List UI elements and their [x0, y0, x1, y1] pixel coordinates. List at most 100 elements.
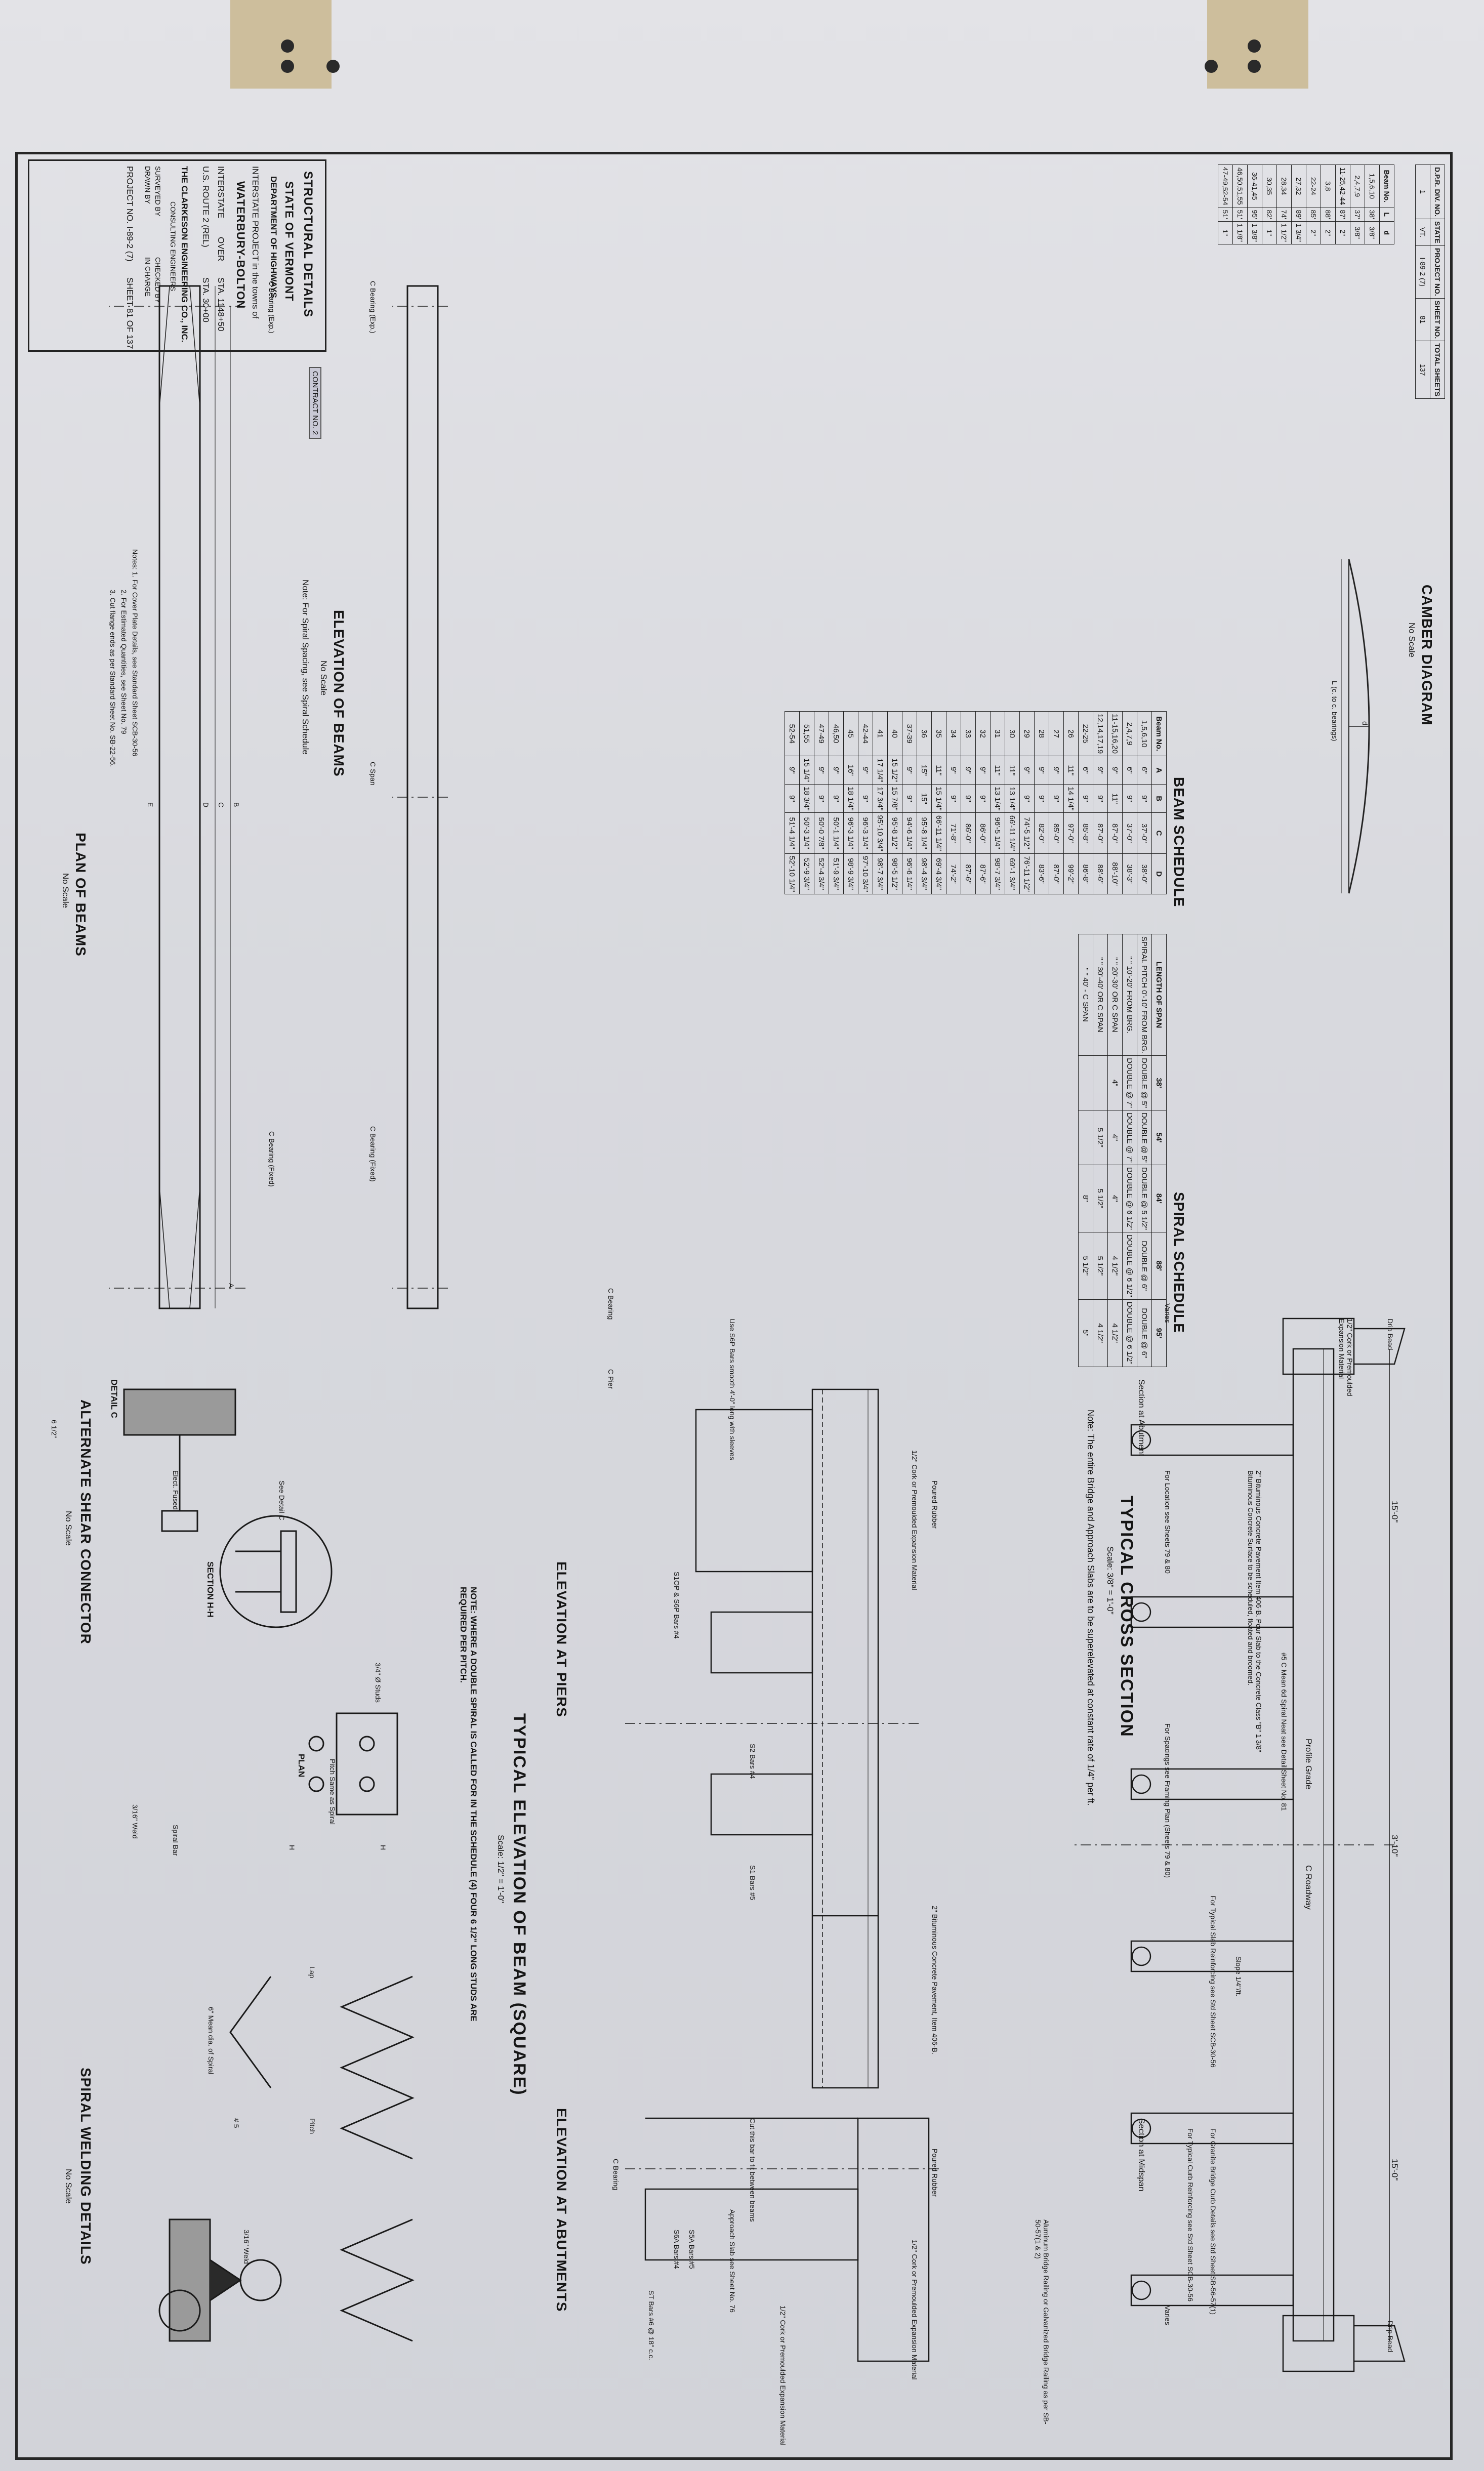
cross-section-drawing [1070, 1317, 1406, 2372]
camber-cell: 85' [1306, 208, 1321, 222]
xs-spacings-note: For Spacings see Framing Plan (Sheets 79… [1164, 1723, 1172, 1878]
xs-section-abutment: Section at Abutment [1137, 1379, 1146, 1457]
beam-schedule-cell: 6" [1078, 756, 1093, 785]
beam-schedule-cell: 47-49 [814, 711, 829, 756]
camber-cell: 1" [1262, 221, 1277, 244]
beams-plan-note: Notes: 1. For Cover Plate Details, see S… [131, 549, 139, 757]
beam-schedule-cell: 50'-3 1/4" [799, 812, 814, 854]
beam-schedule-cell: 9" [946, 784, 961, 813]
ea-label: 1/2" Cork or Premoulded Expansion Materi… [911, 2240, 919, 2380]
beam-schedule-cell: 76'-11 1/2" [1019, 853, 1035, 894]
beam-schedule-cell: 85'-8" [1078, 812, 1093, 854]
tb-dept: DEPARTMENT OF HIGHWAYS [269, 176, 278, 298]
beam-elevation-title: TYPICAL ELEVATION OF BEAM (SQUARE) [510, 1713, 529, 2096]
ep-label: Use S6P Bars smooth 4'-0" long with slee… [728, 1319, 736, 1460]
spiral-schedule-cell [1078, 1110, 1093, 1165]
bp-label: D [202, 802, 210, 808]
camber-cell: 1,5,6,10 [1365, 164, 1380, 208]
spiral-weld-title: SPIRAL WELDING DETAILS [78, 2068, 94, 2265]
cross-section-title: TYPICAL CROSS SECTION [1117, 1496, 1136, 1738]
camber-scale: No Scale [1407, 623, 1417, 657]
beam-schedule-cell: 46,50 [829, 711, 844, 756]
beam-schedule-cell: 32 [975, 711, 991, 756]
camber-cell: 1" [1218, 221, 1233, 244]
title-block: STRUCTURAL DETAILS STATE OF VERMONT DEPA… [28, 159, 326, 352]
beam-schedule-cell: 9" [1049, 784, 1064, 813]
tb-sheet: SHEET 81 OF 137 [125, 277, 135, 349]
camber-cell: 46,50,51,55 [1232, 164, 1248, 208]
beam-schedule-cell: 9" [1019, 756, 1035, 785]
camber-cell: 36-41,45 [1247, 164, 1262, 208]
tb-sta1: STA. 1148+50 [216, 277, 226, 332]
sc-label: H [288, 1845, 296, 1850]
beam-schedule-cell: 11" [990, 756, 1005, 785]
beam-schedule-cell: 15 7/8" [887, 784, 902, 813]
xs-slope: Slope 1/4"/ft. [1234, 1956, 1243, 1997]
xs-section-midspan: Section at Midspan [1137, 2118, 1146, 2192]
beam-schedule-cell: 97'-10 3/4" [858, 853, 873, 894]
tb-checked: CHECKED BY [154, 257, 162, 304]
beam-schedule-cell: 51,55 [799, 711, 814, 756]
beam-schedule-cell: 9" [1034, 756, 1049, 785]
beam-schedule-cell: 95'-10 3/4" [873, 812, 888, 854]
bp-label: C [217, 802, 225, 808]
xs-spiral-note: #5 C Mean 6d Spiral Neat see Detail Shee… [1280, 1653, 1288, 1811]
bp-label: A [227, 1283, 235, 1288]
beam-schedule-cell: 33 [961, 711, 976, 756]
be-label: C Bearing (Fixed) [369, 1126, 377, 1182]
xs-curb-reinf-note: For Typical Curb Reinforcing see Std She… [1186, 2128, 1194, 2302]
ep-label: S2 Bars #4 [749, 1744, 757, 1779]
beam-schedule-cell: 71'-8" [946, 812, 961, 854]
camber-cell: 2" [1306, 221, 1321, 244]
bearing [1131, 2280, 1151, 2300]
beam-schedule-cell: 37'-0" [1122, 812, 1137, 854]
beam-schedule-cell: 14 1/4" [1063, 784, 1079, 813]
camber-cell: 3,8 [1321, 164, 1336, 208]
ea-label: Poured Rubber [931, 2149, 939, 2197]
beam-schedule-cell: 1,5,6,10 [1137, 711, 1152, 756]
beam-schedule-cell: 9" [946, 756, 961, 785]
beam-elevation-scale: Scale: 1/2" = 1'-0" [496, 1835, 506, 1903]
beam-schedule-cell: 9" [1122, 784, 1137, 813]
beams-plan-note: 2. For Estimated Quantities, see Sheet N… [120, 590, 128, 734]
sc-section: SECTION H-H [205, 1561, 215, 1618]
ea-label: C Bearing [612, 2159, 620, 2191]
xs-location-note: For Location see Sheets 79 & 80 [1164, 1470, 1172, 1574]
beam-schedule-header: Beam No. [1151, 711, 1167, 756]
beam-schedule-cell: 34 [946, 711, 961, 756]
bp-label: B [232, 802, 240, 807]
sc-label: 6 1/2" [50, 1420, 58, 1438]
cross-section-note: Note: The entire Bridge and Approach Sla… [1086, 1410, 1096, 1806]
rotated-drawing: D.P.R. DIV. NO. STATE PROJECT NO. SHEET … [18, 154, 1455, 2462]
beam-schedule-cell: 6" [1137, 756, 1152, 785]
beam-schedule-cell: 9" [1093, 784, 1108, 813]
sc-label: Pitch Same as Spiral [328, 1759, 337, 1825]
beam-schedule-cell: 9" [1137, 784, 1152, 813]
punch-hole [1248, 39, 1261, 53]
spiral-schedule-cell: " " 20'-30' OR C SPAN [1107, 934, 1123, 1056]
xs-drip-bead-right: Drip Bead [1386, 1319, 1394, 1350]
beams-plan-scale: No Scale [61, 873, 70, 908]
punch-hole [281, 60, 294, 73]
sheet-id-header: PROJECT NO. [1430, 245, 1445, 299]
xs-dim-mid: 3'-10" [1390, 1835, 1399, 1857]
spiral-schedule-cell: DOUBLE @ 5" [1137, 1110, 1152, 1165]
sw-label: 3/16" Weld [242, 2230, 251, 2264]
beam-schedule-cell: 86'-0" [975, 812, 991, 854]
beam-schedule-cell: 11" [931, 756, 946, 785]
spiral-schedule-cell: DOUBLE @ 7" [1122, 1110, 1137, 1165]
tb-firm: THE CLARKESON ENGINEERING CO., INC. [180, 166, 189, 343]
bearing [1131, 1430, 1151, 1450]
spiral-schedule-cell [1078, 1055, 1093, 1110]
beam-schedule-cell: 9" [858, 784, 873, 813]
beam-schedule-cell: 26 [1063, 711, 1079, 756]
elevation-piers-title: ELEVATION AT PIERS [554, 1561, 569, 1717]
spiral-schedule-cell: " " 10'-20' FROM BRG. [1122, 934, 1137, 1056]
